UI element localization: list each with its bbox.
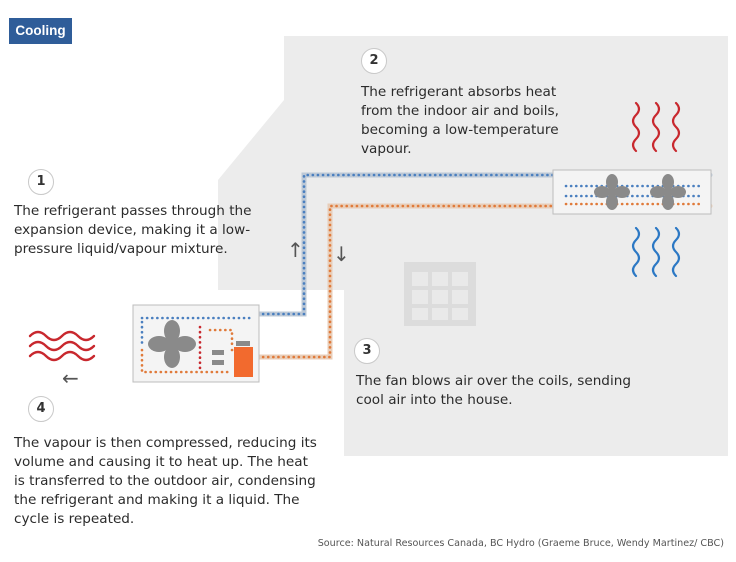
step-4-line: is transferred to the outdoor air, conde… bbox=[14, 473, 316, 489]
step-1-description: The refrigerant passes through the expan… bbox=[14, 202, 252, 259]
flow-down-arrow: ↓ bbox=[333, 242, 350, 266]
step-1-line: The refrigerant passes through the bbox=[14, 203, 252, 219]
source-credit: Source: Natural Resources Canada, BC Hyd… bbox=[317, 538, 724, 549]
step-1-line: expansion device, making it a low- bbox=[14, 222, 251, 238]
step-4-description: The vapour is then compressed, reducing … bbox=[14, 434, 317, 529]
step-4-line: the refrigerant and making it a liquid. … bbox=[14, 492, 300, 508]
heat-wave-icon bbox=[631, 101, 681, 153]
step-3-line: cool air into the house. bbox=[356, 392, 513, 408]
step-4-line: The vapour is then compressed, reducing … bbox=[14, 435, 317, 451]
heat-release-arrow: ← bbox=[62, 366, 79, 390]
window-icon bbox=[404, 262, 476, 326]
fan-icon bbox=[650, 174, 686, 210]
step-4-line: cycle is repeated. bbox=[14, 511, 135, 527]
flow-up-arrow: ↑ bbox=[287, 238, 304, 262]
outdoor-unit bbox=[132, 304, 260, 383]
step-1-number: 1 bbox=[28, 169, 54, 195]
step-2-line: becoming a low-temperature bbox=[361, 122, 559, 138]
step-3-description: The fan blows air over the coils, sendin… bbox=[356, 372, 631, 410]
step-2-line: The refrigerant absorbs heat bbox=[361, 84, 557, 100]
step-3-line: The fan blows air over the coils, sendin… bbox=[356, 373, 631, 389]
step-2-description: The refrigerant absorbs heat from the in… bbox=[361, 83, 559, 159]
step-4-number: 4 bbox=[28, 396, 54, 422]
fan-icon bbox=[148, 320, 196, 368]
step-2-number: 2 bbox=[361, 48, 387, 74]
step-2-line: vapour. bbox=[361, 141, 412, 157]
indoor-unit bbox=[552, 169, 712, 215]
fan-icon bbox=[594, 174, 630, 210]
compressor-icon bbox=[234, 341, 253, 377]
step-1-line: pressure liquid/vapour mixture. bbox=[14, 241, 228, 257]
cooling-mode-badge: Cooling bbox=[9, 18, 72, 44]
step-4-line: volume and causing it to heat up. The he… bbox=[14, 454, 308, 470]
house-silhouette bbox=[218, 36, 728, 456]
step-2-line: from the indoor air and boils, bbox=[361, 103, 559, 119]
house-roof bbox=[218, 100, 284, 180]
heat-wave-icon bbox=[28, 330, 96, 362]
step-3-number: 3 bbox=[354, 338, 380, 364]
warm-refrigerant-line bbox=[255, 203, 713, 360]
cool-air-wave-icon bbox=[631, 226, 681, 278]
